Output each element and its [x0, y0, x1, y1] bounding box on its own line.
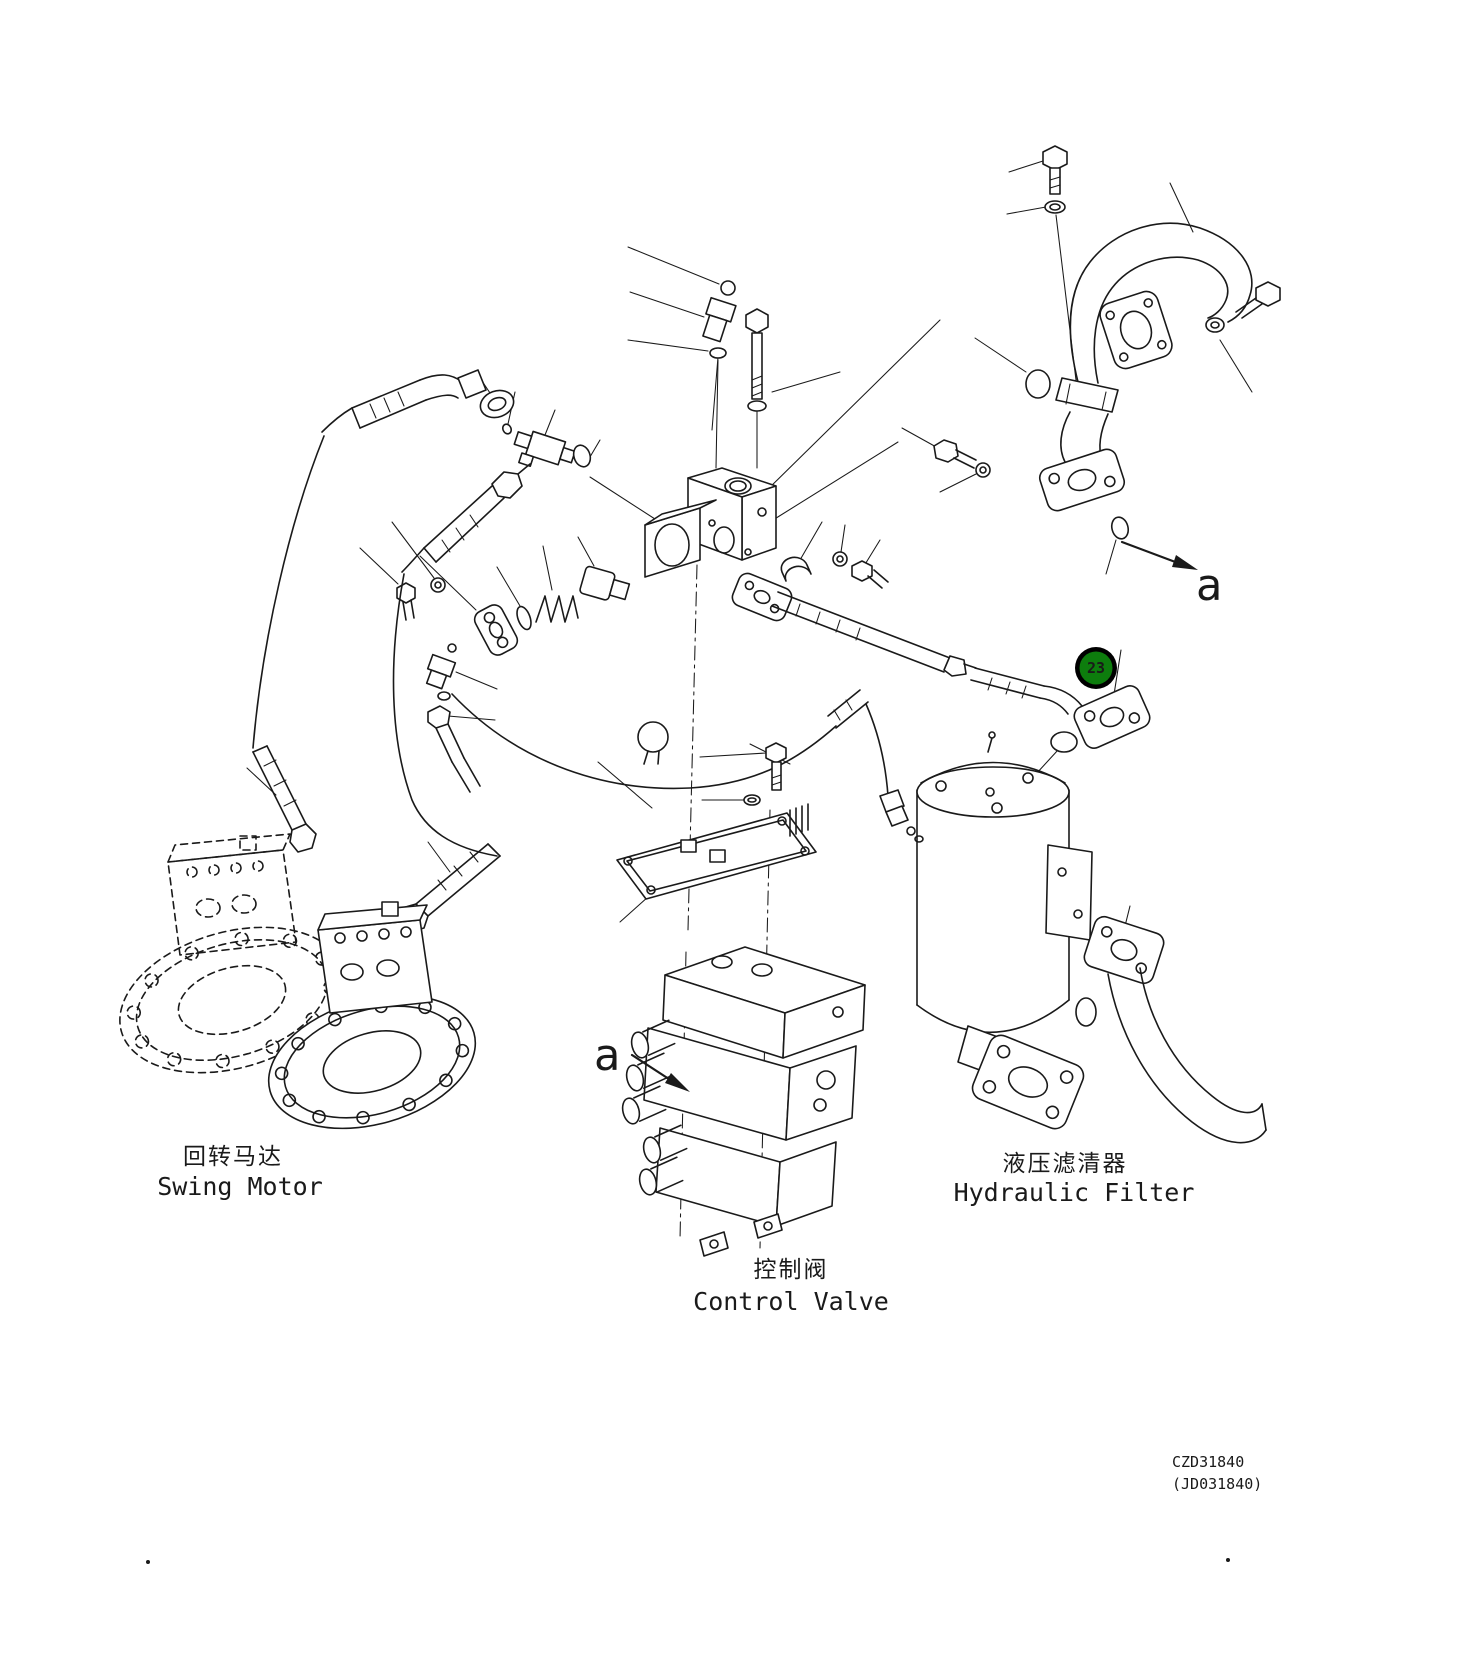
view-arrow-control-valve: a [594, 1030, 690, 1092]
page-alignment-dot-left [146, 1560, 150, 1564]
o-ring [516, 605, 532, 631]
filter-outlet-elbow [1075, 915, 1267, 1144]
poppet [579, 565, 631, 601]
swing-motor-right [267, 901, 477, 1130]
view-arrow-top-right: a [1120, 540, 1223, 611]
control-valve-label-zh: 控制阀 [754, 1257, 829, 1283]
p-clamp [637, 721, 669, 753]
o-ring [1075, 997, 1097, 1027]
side-bolt [1205, 281, 1281, 333]
hydraulic-filter-label-en: Hydraulic Filter [954, 1178, 1195, 1207]
balloon-fill [1079, 651, 1113, 685]
valve-plate [473, 604, 519, 656]
hose-second-left [401, 463, 531, 573]
hydraulic-filter-drawing [916, 731, 1093, 1130]
cover-plate-assembly [616, 742, 817, 900]
swing-motor-label-zh: 回转马达 [183, 1144, 283, 1170]
plate-bolt [743, 742, 787, 806]
balloon-number: 23 [1087, 659, 1105, 677]
reference-number: (JD031840) [1172, 1475, 1262, 1493]
top-center-fasteners [702, 280, 769, 412]
drawing-number: CZD31840 [1172, 1453, 1244, 1471]
center-valve-block [644, 467, 777, 578]
washer [430, 577, 446, 593]
o-ring [1110, 516, 1130, 540]
suction-tube-assembly [731, 551, 1151, 749]
long-bolt [745, 308, 769, 412]
plate-pins [789, 803, 809, 837]
part-balloon-23[interactable]: 23 [1075, 647, 1117, 689]
view-letter-a-1: a [1196, 560, 1223, 611]
spring [535, 595, 579, 623]
flange-bolt [933, 439, 991, 478]
control-valve-label-en: Control Valve [693, 1287, 889, 1316]
top-pipe-assembly [1025, 145, 1281, 413]
elbow-flange-assembly [933, 411, 1130, 540]
hose-upper-left [321, 369, 515, 435]
page-alignment-dot-right [1226, 1558, 1230, 1562]
view-letter-a-2: a [594, 1030, 621, 1081]
relief-valve-parts [396, 565, 631, 656]
o-ring [1050, 731, 1078, 753]
hose-to-filter [451, 689, 924, 843]
check-valve-fitting [513, 430, 592, 468]
plug-fitting [702, 296, 737, 343]
swing-motor-label-en: Swing Motor [157, 1172, 323, 1201]
tube-clamps [780, 551, 889, 589]
o-ring [1025, 369, 1051, 399]
pipe-foot [1055, 377, 1119, 413]
control-valve-drawing [618, 946, 866, 1257]
hydraulic-filter-label-zh: 液压滤清器 [1003, 1151, 1128, 1177]
filter-bracket [1045, 844, 1093, 941]
elbow-fitting-assembly [425, 643, 481, 793]
